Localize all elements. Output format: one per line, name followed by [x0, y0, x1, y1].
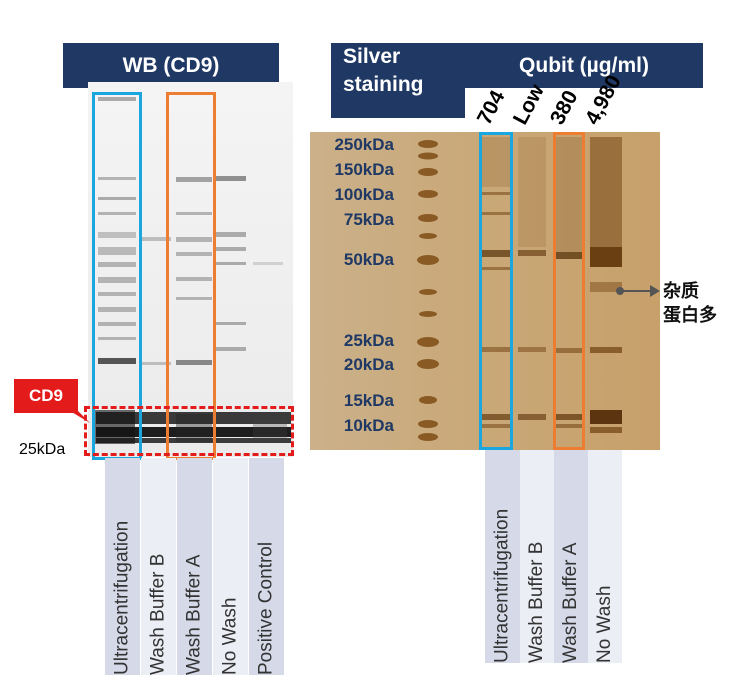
mw-marker: 10kDa	[343, 416, 394, 435]
qubit-header-text: Qubit (µg/ml)	[519, 53, 649, 77]
mw-marker: 100kDa	[334, 185, 394, 204]
mw-marker: 75kDa	[343, 210, 394, 229]
wb-header: WB (CD9)	[63, 43, 279, 88]
mw-marker: 150kDa	[334, 160, 394, 179]
wb-lane-label: Positive Control	[249, 458, 284, 675]
mw-marker: 25kDa	[343, 331, 394, 350]
silver-lane-label: Ultracentrifugation	[485, 450, 520, 663]
silver-lane-label: Wash Buffer B	[520, 450, 554, 663]
concentration-label: 704	[472, 86, 510, 129]
mw-marker: 50kDa	[343, 250, 394, 269]
mw-marker: 15kDa	[343, 391, 394, 410]
silver-header-line1: Silver	[343, 45, 401, 68]
silver-lane-label: Wash Buffer A	[554, 450, 588, 663]
silver-wash-buffer-a-highlight	[553, 132, 585, 450]
impurity-annotation-line1: 杂质	[663, 281, 699, 301]
wb-marker-25kda: 25kDa	[19, 441, 66, 458]
wb-blot-image	[88, 82, 293, 457]
wb-ultracentrifugation-highlight	[92, 92, 142, 460]
wb-lane-label: No Wash	[213, 458, 248, 675]
cd9-label-text: CD9	[28, 386, 63, 405]
impurity-annotation: 杂质 蛋白多	[663, 279, 717, 327]
silver-lane-label: No Wash	[588, 450, 622, 663]
mw-marker: 20kDa	[343, 355, 394, 374]
silver-header: Silver staining	[331, 43, 465, 118]
cd9-pointer	[60, 405, 90, 423]
wb-lane-label: Wash Buffer A	[177, 458, 212, 675]
wb-header-text: WB (CD9)	[122, 53, 220, 77]
impurity-arrow	[616, 285, 660, 297]
cd9-band-region	[84, 406, 294, 456]
concentration-label: 380	[545, 86, 583, 129]
wb-lane-label: Ultracentrifugation	[105, 458, 140, 675]
silver-ultracentrifugation-highlight	[479, 132, 513, 450]
silver-header-line2: staining	[343, 73, 424, 96]
wb-lane-label: Wash Buffer B	[141, 458, 176, 675]
silver-gel-image	[310, 132, 660, 450]
mw-marker: 250kDa	[334, 135, 394, 154]
qubit-header: Qubit (µg/ml)	[465, 43, 703, 88]
impurity-annotation-line2: 蛋白多	[663, 305, 717, 325]
wb-wash-buffer-a-highlight	[166, 92, 216, 460]
